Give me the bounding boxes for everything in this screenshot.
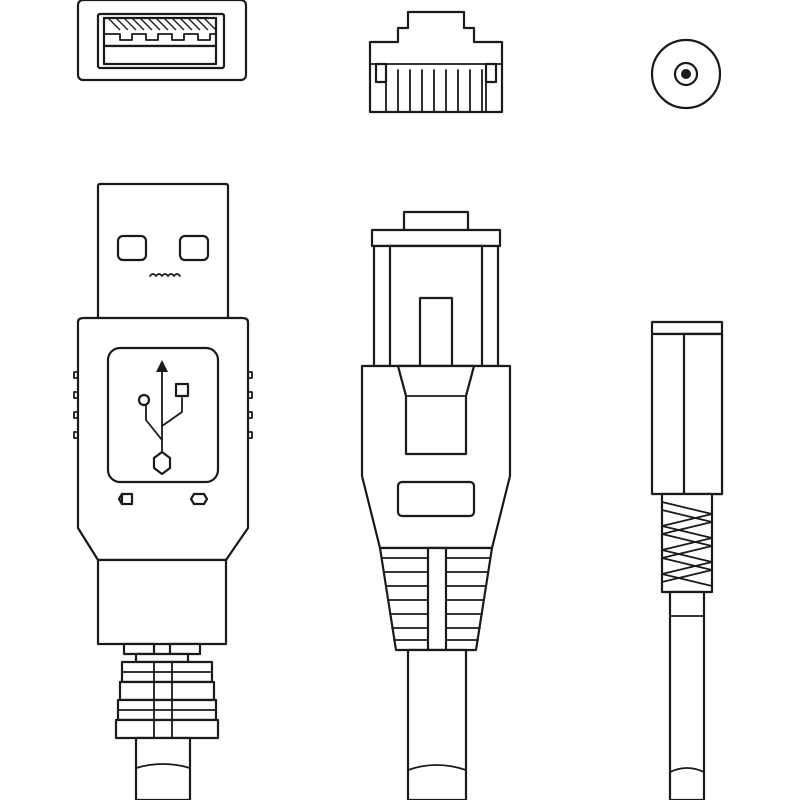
rj45-plug: [360, 210, 512, 800]
rj45-strain-relief: [378, 546, 494, 652]
usb-strain-relief: [114, 642, 220, 740]
usb-trident-icon: [137, 360, 190, 476]
usb-a-plug: [73, 182, 253, 800]
barrel-plug: [650, 320, 724, 800]
usb-a-receptacle: [76, 0, 248, 82]
dc-jack: [650, 38, 722, 110]
rj45-jack: [368, 10, 504, 114]
barrel-spring: [661, 501, 713, 587]
